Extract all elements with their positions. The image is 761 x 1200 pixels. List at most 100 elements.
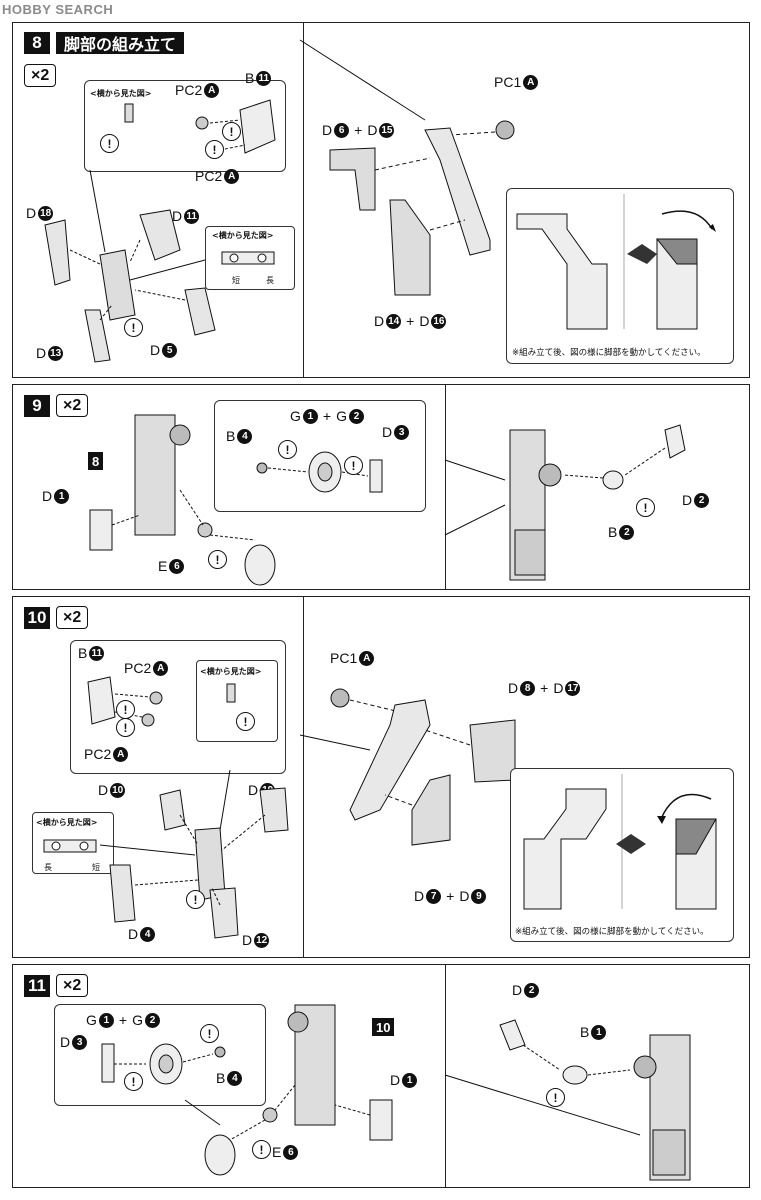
part-b11-drawing	[87, 676, 163, 727]
warning-icon: !	[546, 1088, 565, 1107]
part-number-badge: 10	[110, 782, 126, 798]
part-number-badge: 6	[283, 1144, 299, 1160]
part-letter: D	[390, 1072, 401, 1088]
part-letter: B	[78, 645, 88, 661]
part-letter: D	[414, 888, 425, 904]
part-letter: D	[512, 982, 523, 998]
reference-step-badge: 8	[88, 452, 104, 470]
part-letter: D	[26, 205, 37, 221]
part-number-badge: 4	[227, 1070, 243, 1086]
part-number-badge: 2	[348, 408, 364, 424]
part-letter: G	[132, 1012, 143, 1028]
pin-drawing	[226, 683, 236, 703]
warning-icon: !	[116, 700, 135, 719]
leg-parts-drawing	[99, 769, 289, 939]
part-number-badge: 4	[140, 926, 156, 942]
part-letter: D	[682, 492, 693, 508]
leg-with-wheel-drawing	[89, 414, 276, 586]
sideview-label: <横から見た図>	[200, 667, 262, 676]
plus-sign: +	[540, 680, 549, 696]
step-10-header: 10 ×2	[24, 606, 89, 629]
part-letter: D	[459, 888, 470, 904]
pin-drawing	[124, 103, 134, 123]
sideview-label: <横から見た図>	[90, 89, 152, 98]
long-label: 長	[44, 863, 52, 872]
part-letter: PC2	[175, 82, 203, 98]
part-letter: D	[150, 342, 161, 358]
part-letter: E	[158, 558, 168, 574]
part-letter: B	[216, 1070, 226, 1086]
part-letter: B	[580, 1024, 590, 1040]
part-letter: D	[242, 932, 253, 948]
long-label: 長	[266, 276, 274, 285]
assembly-note: ※組み立て後、図の様に脚部を動かしてください。	[515, 927, 709, 937]
part-letter: D	[508, 680, 519, 696]
part-letter: PC2	[195, 168, 223, 184]
part-letter: D	[36, 345, 47, 361]
part-letter: D	[248, 782, 259, 798]
step-9-header: 9 ×2	[24, 394, 89, 417]
warning-icon: !	[205, 140, 224, 159]
warning-icon: !	[124, 318, 143, 337]
part-letter: G	[336, 408, 347, 424]
part-letter: D	[367, 122, 378, 138]
part-letter: PC1	[330, 650, 358, 666]
leg-with-wheel-drawing	[184, 1004, 393, 1176]
step-8-header: 8 脚部の組み立て	[24, 32, 185, 54]
part-letter: D	[553, 680, 564, 696]
step-number: 10	[24, 606, 50, 629]
plus-sign: +	[446, 888, 455, 904]
plus-sign: +	[322, 408, 332, 424]
part-number-badge: 6	[334, 122, 350, 138]
warning-icon: !	[278, 440, 297, 459]
reference-step-badge: 10	[372, 1018, 395, 1036]
part-number-badge: 2	[619, 524, 635, 540]
step-9-panel	[12, 384, 750, 590]
part-letter: D	[172, 208, 183, 224]
part-number-badge: 1	[302, 408, 318, 424]
quantity-badge: ×2	[56, 394, 89, 417]
movement-diagram	[523, 774, 717, 910]
sideview-drawing	[43, 839, 97, 853]
part-number-badge: 18	[38, 205, 54, 221]
part-number-badge: 5	[162, 342, 178, 358]
warning-icon: !	[252, 1140, 271, 1159]
part-letter: D	[60, 1034, 71, 1050]
part-number-badge: 1	[98, 1012, 114, 1028]
leg-assembly-drawing	[299, 688, 516, 846]
step-number: 9	[24, 394, 50, 417]
step-number: 11	[24, 974, 50, 997]
quantity-row: ×2	[24, 64, 57, 87]
step-11-panel	[12, 964, 750, 1188]
warning-icon: !	[636, 498, 655, 517]
quantity-badge: ×2	[24, 64, 57, 87]
warning-icon: !	[236, 712, 255, 731]
part-letter: G	[86, 1012, 97, 1028]
part-number-badge: 6	[169, 558, 185, 574]
leg-parts-drawing	[44, 169, 216, 363]
part-number-badge: A	[359, 650, 375, 666]
part-letter: B	[226, 428, 236, 444]
assembled-leg-drawing	[444, 424, 686, 581]
part-number-badge: 14	[386, 313, 402, 329]
part-number-badge: 15	[379, 122, 395, 138]
quantity-badge: ×2	[56, 606, 89, 629]
panel-divider	[303, 597, 304, 957]
